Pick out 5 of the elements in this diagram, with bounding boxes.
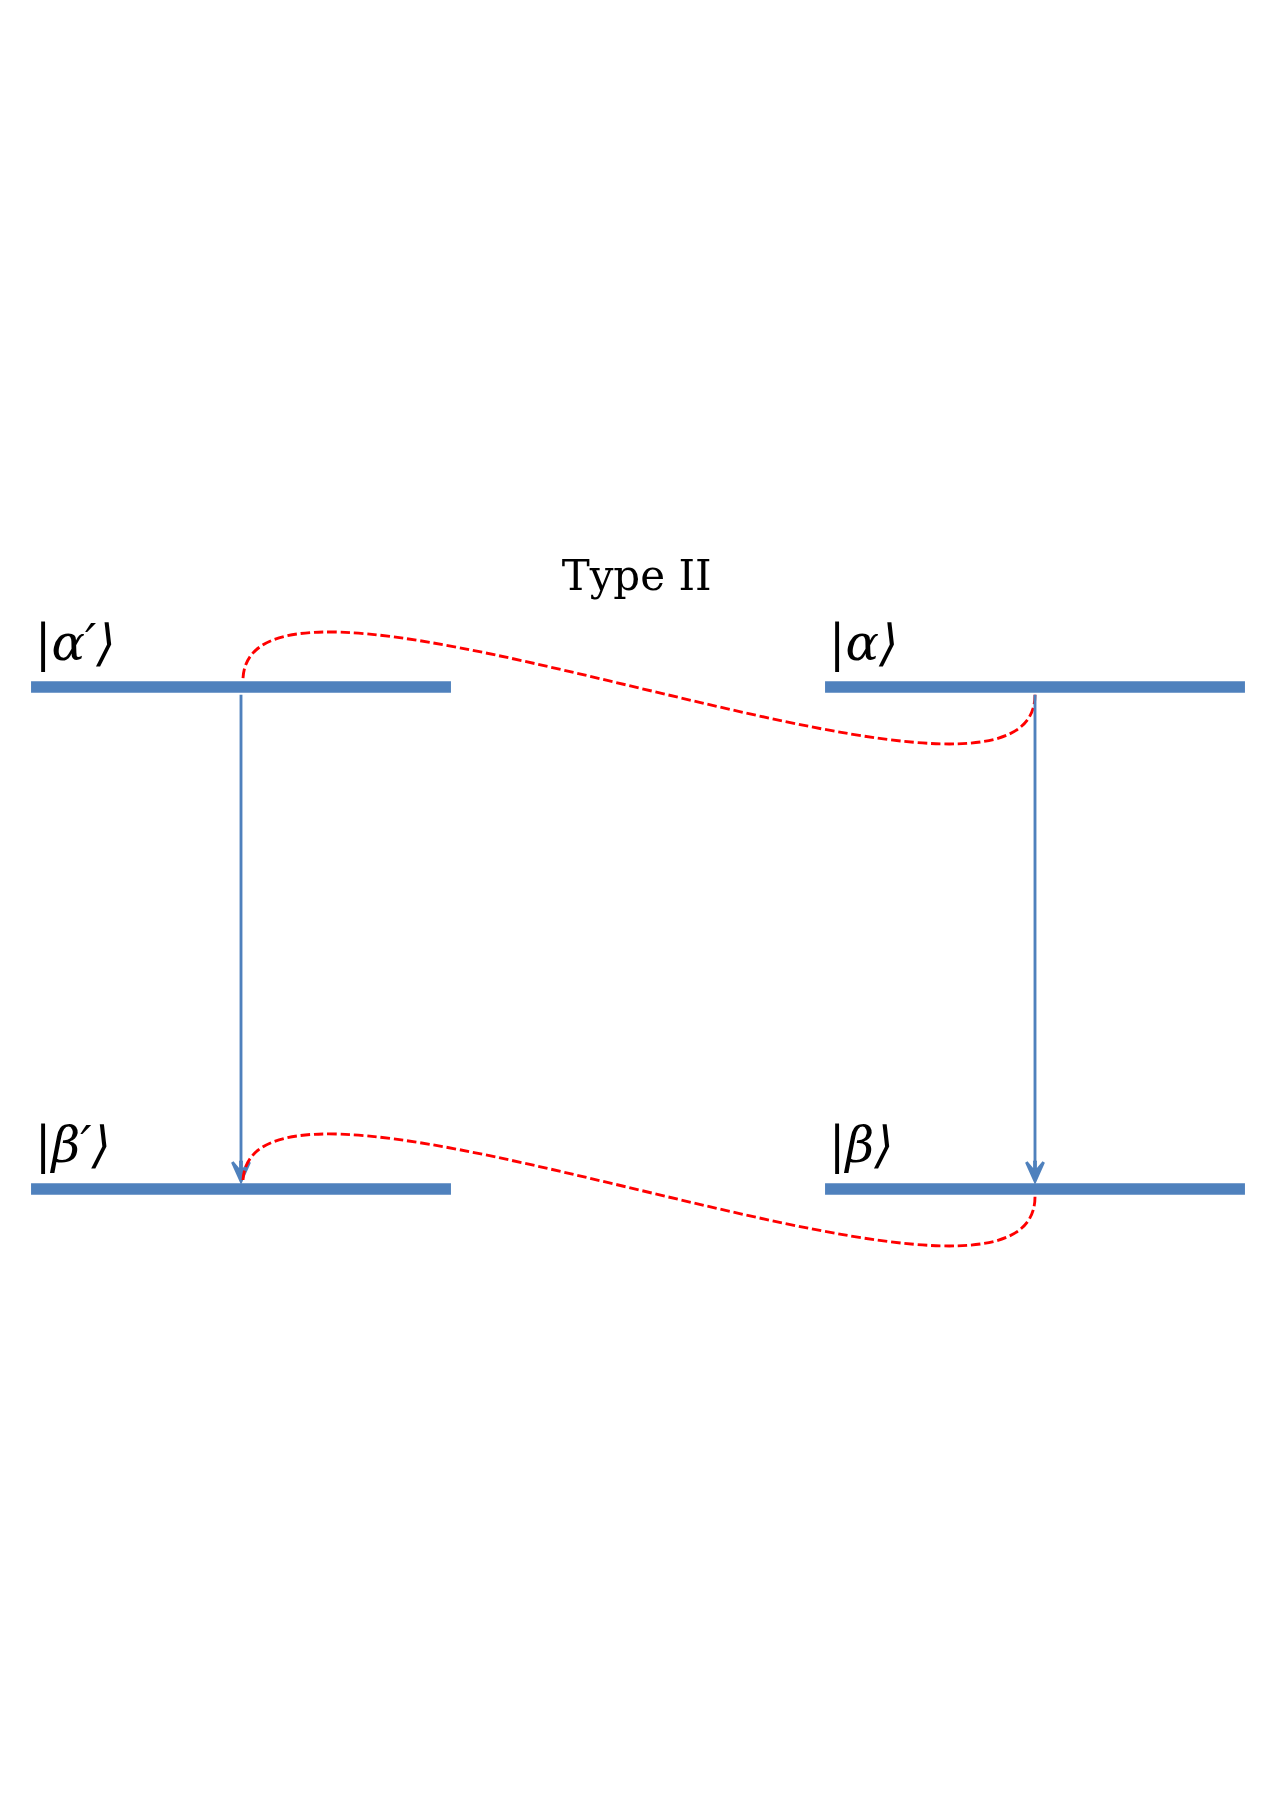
node-label: |α⟩ (828, 613, 899, 672)
diagram-title: Type II (561, 550, 712, 600)
node-label: |β′⟩ (34, 1115, 111, 1174)
node-label: |α′⟩ (34, 613, 116, 672)
node-label: |β⟩ (828, 1115, 894, 1174)
